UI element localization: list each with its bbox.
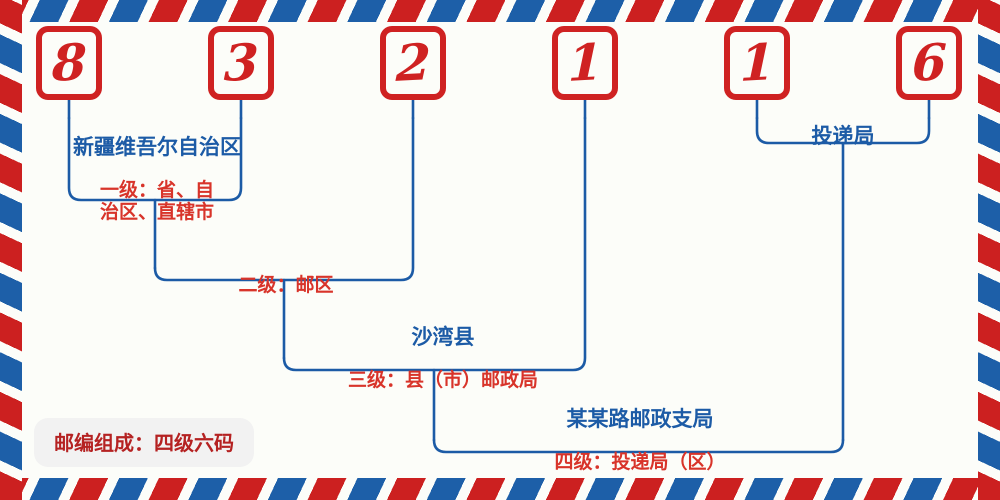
postcode-digit-box-5: 1 [724,26,790,100]
postcode-digit-4: 1 [567,32,603,93]
level-3-level-text: 三级：县（市）邮政局 [347,368,538,391]
postcode-digit-box-6: 6 [896,26,962,100]
postcode-digit-box-3: 2 [380,26,446,100]
postcode-digit-box-2: 3 [208,26,274,100]
postcode-digit-6: 6 [911,32,947,93]
envelope-border-bottom [0,478,1000,500]
level-2-level-text: 二级：邮区 [238,273,334,296]
envelope-border-top [0,0,1000,22]
delivery-office-label: 投递局 [768,105,918,168]
level-4-level-text: 四级：投递局（区） [554,450,726,473]
postcode-digit-box-1: 8 [36,26,102,100]
envelope-border-right [978,0,1000,500]
postcode-composition-badge: 邮编组成：四级六码 [34,418,254,467]
level-1-label: 新疆维吾尔自治区 一级：省、自 治区、直辖市 [62,116,252,242]
postcode-digit-5: 1 [739,32,775,93]
level-4-label: 某某路邮政支局 四级：投递局（区） [495,388,785,492]
delivery-office-name: 投递局 [811,122,875,148]
postcode-digit-3: 2 [395,32,431,93]
postcode-digit-2: 3 [223,32,259,93]
level-2-label: 二级：邮区 [176,255,396,315]
level-3-label: 沙湾县 三级：县（市）邮政局 [298,306,588,410]
postcode-digit-box-4: 1 [552,26,618,100]
level-1-level-text: 一级：省、自 治区、直辖市 [99,178,214,223]
level-3-place-name: 沙湾县 [411,323,475,349]
level-1-place-name: 新疆维吾尔自治区 [73,133,241,159]
level-4-place-name: 某某路邮政支局 [566,405,714,431]
postcode-digit-1: 8 [51,32,87,93]
envelope-border-left [0,0,22,500]
